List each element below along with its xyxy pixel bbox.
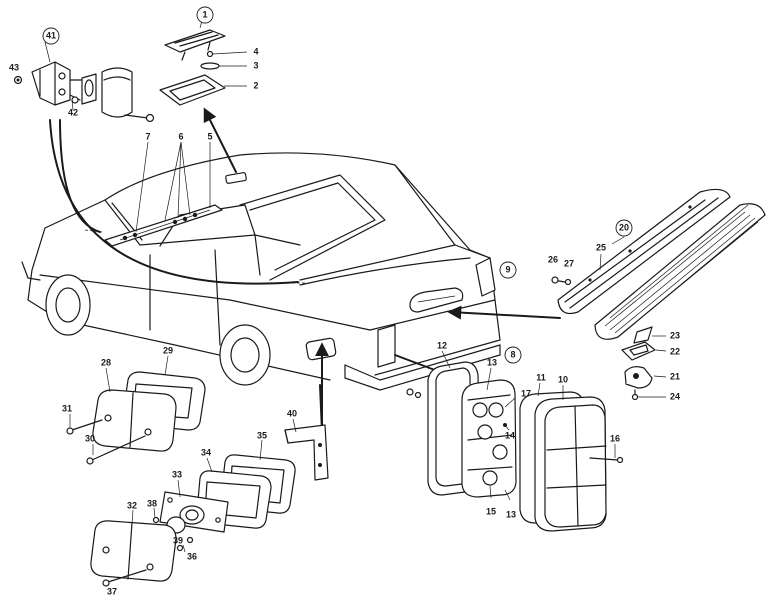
label-22: 22 [670,346,680,356]
label-2: 2 [253,80,258,90]
group-circle-41 [42,27,60,45]
part-labels: 1 4 3 2 41 43 42 7 6 5 9 20 25 26 27 23 … [9,9,680,596]
tail-lamp-assembly-8 [406,350,624,532]
label-4: 4 [253,46,258,56]
label-35: 35 [257,430,267,440]
label-13-top: 13 [487,357,497,367]
label-3: 3 [253,60,258,70]
label-11: 11 [536,372,546,382]
label-32: 32 [127,500,137,510]
label-37: 37 [107,586,117,596]
label-1: 1 [202,9,207,19]
group-circle-20 [615,219,633,237]
label-29: 29 [163,345,173,355]
label-31: 31 [62,403,72,413]
connection-arrows [49,107,561,433]
label-16: 16 [610,433,620,443]
label-42: 42 [68,107,78,117]
label-38: 38 [147,498,157,508]
label-17: 17 [521,388,531,398]
label-34: 34 [201,447,211,457]
group-circle-1 [196,6,214,24]
label-40: 40 [287,408,297,418]
rear-reflector-strip-assembly-20 [551,188,766,340]
label-30: 30 [85,433,95,443]
dome-lamp-assembly-1 [159,12,248,106]
label-7: 7 [145,131,150,141]
label-43: 43 [9,62,19,72]
label-21: 21 [670,371,680,381]
group-circle-8 [504,346,522,364]
label-5: 5 [207,131,212,141]
label-26: 26 [548,254,558,264]
label-41: 41 [46,30,56,40]
label-9: 9 [505,264,510,274]
label-15: 15 [486,506,496,516]
side-marker-assembly-32 [90,418,329,587]
label-8: 8 [510,349,515,359]
label-20: 20 [619,222,629,232]
label-12: 12 [437,340,447,350]
group-circle-9 [499,261,517,279]
label-10: 10 [558,374,568,384]
label-27: 27 [564,258,574,268]
label-33: 33 [172,469,182,479]
label-28: 28 [101,357,111,367]
car-body [21,152,501,391]
label-14: 14 [505,430,515,440]
label-6: 6 [178,131,183,141]
label-13-bottom: 13 [506,509,516,519]
side-marker-assembly-28 [66,355,206,465]
label-25: 25 [596,242,606,252]
label-36: 36 [187,551,197,561]
label-23: 23 [670,330,680,340]
bracket-assembly-41 [13,41,155,123]
interior-lamp-leaders [135,141,211,233]
lamp-assembly-21 [621,326,667,401]
label-39: 39 [173,535,183,545]
label-24: 24 [670,391,680,401]
